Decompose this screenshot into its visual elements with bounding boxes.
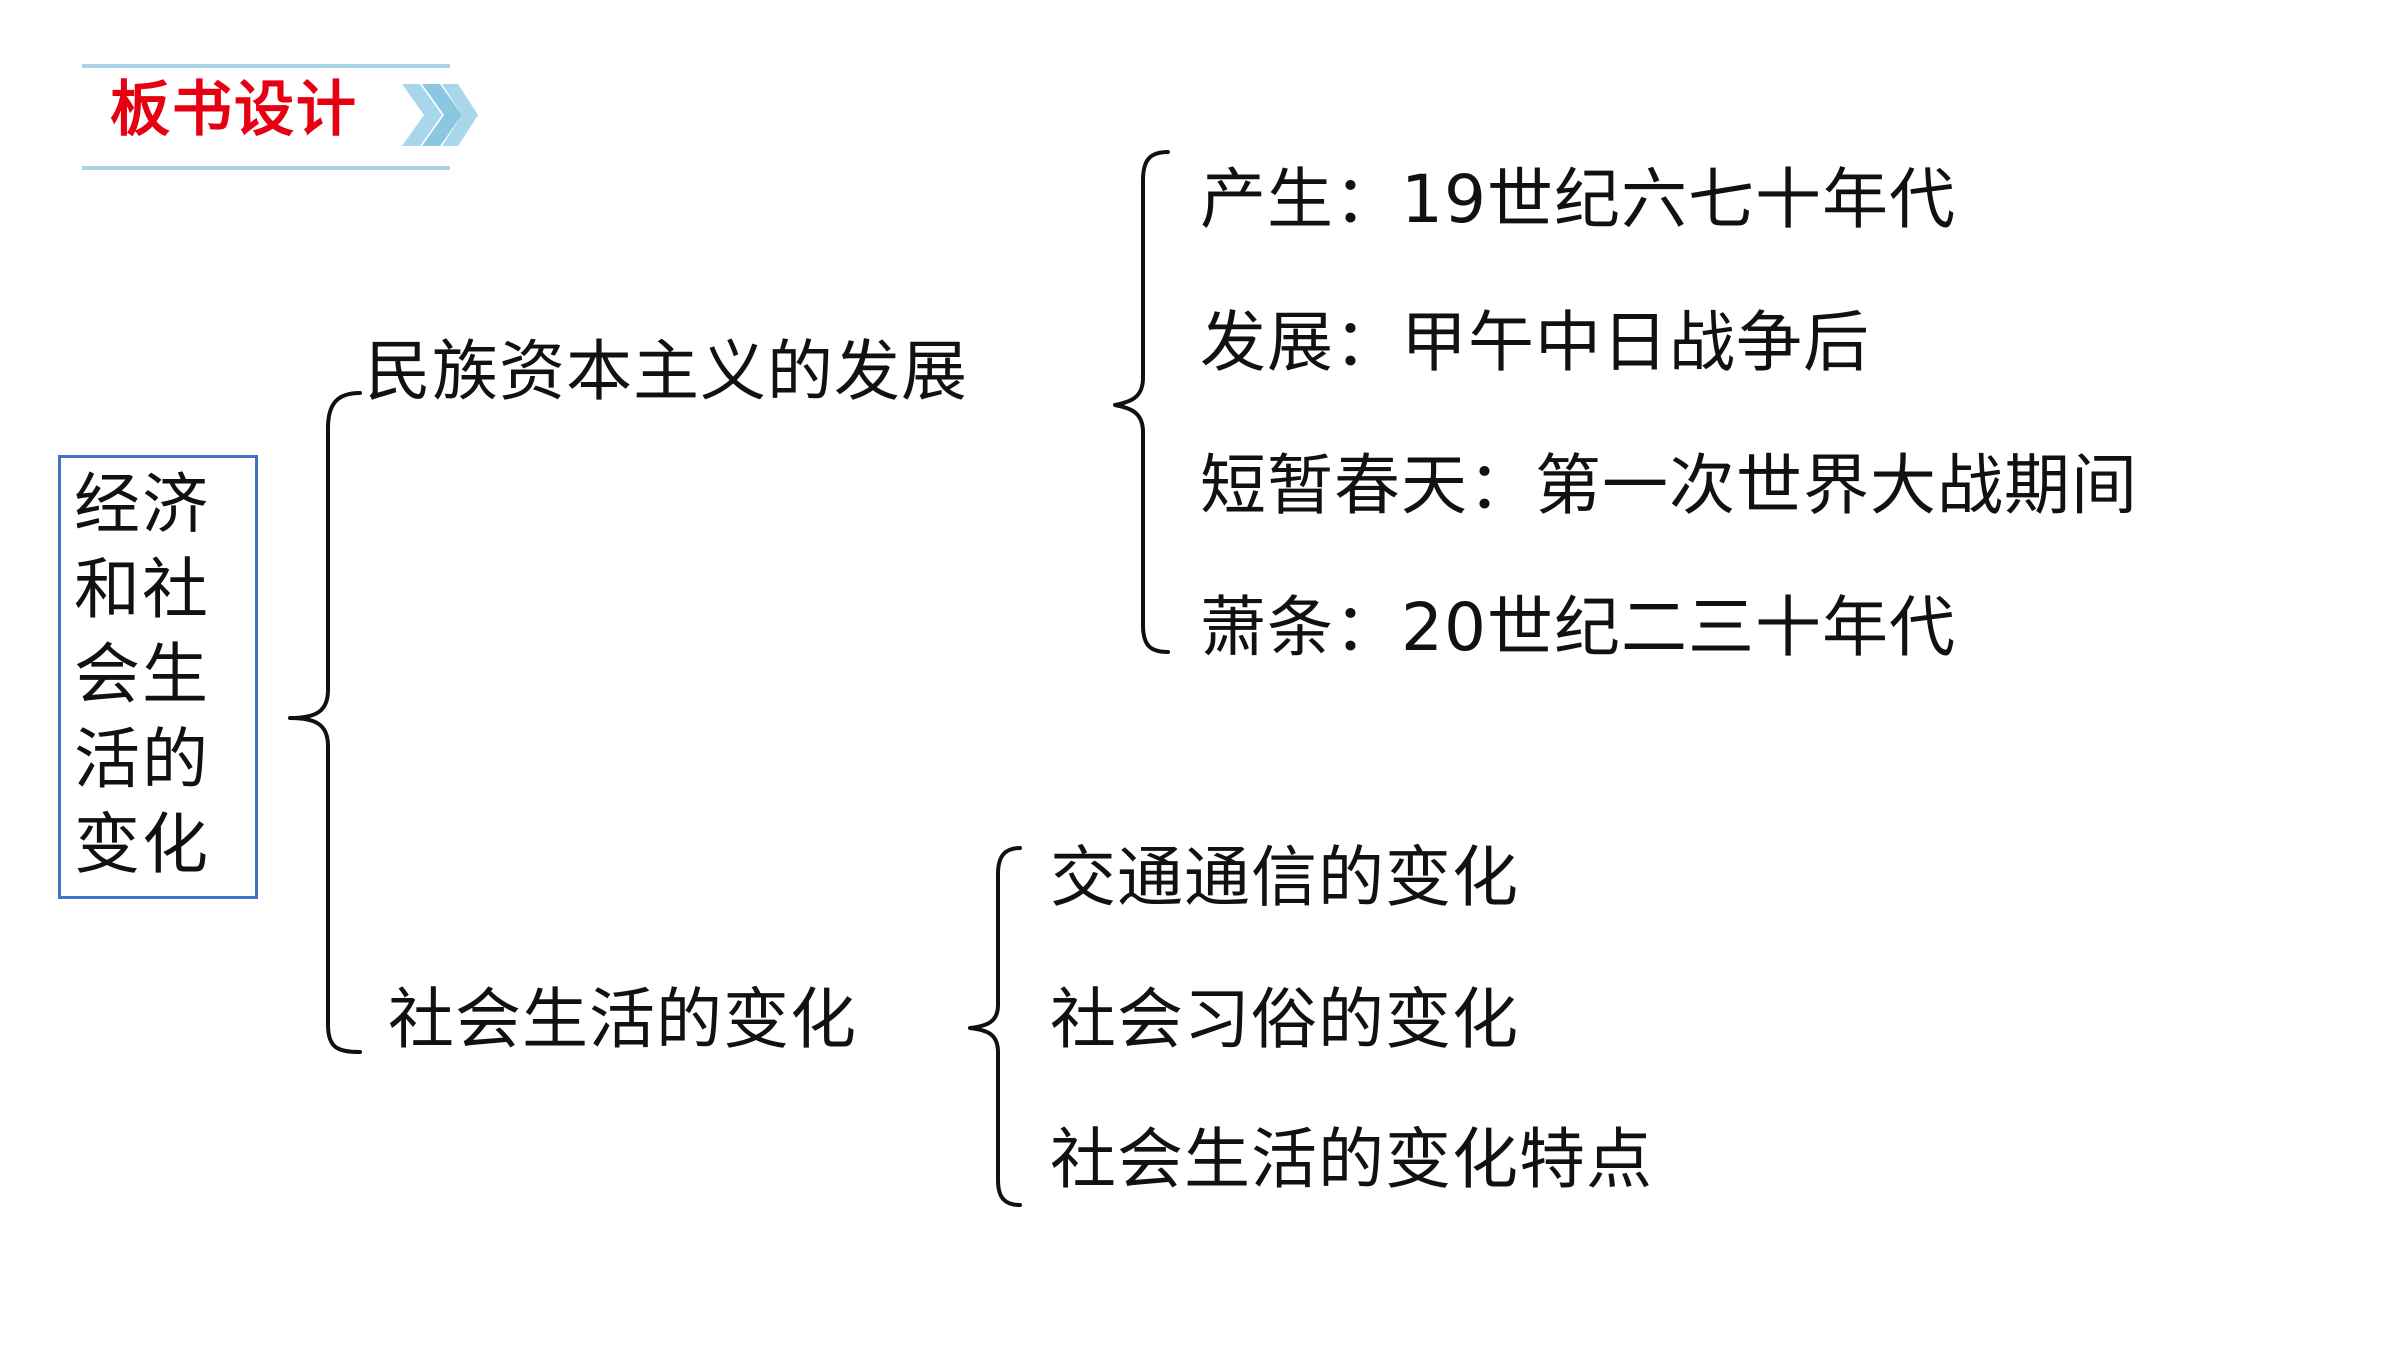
root-node-box [58,455,258,899]
header-bottom-line [82,166,450,170]
child-social-life-features: 社会生活的变化特点 [1050,1121,1653,1198]
main-brace [288,391,362,1054]
page-title: 板书设计 [110,75,358,145]
child-depression: 萧条：20世纪二三十年代 [1200,589,1956,666]
root-node-label: 经济和社会生活的变化 [74,466,210,883]
header-top-line [82,64,450,68]
branch-label-social-life: 社会生活的变化 [388,981,857,1058]
branch-2-brace [968,846,1022,1207]
child-social-customs: 社会习俗的变化 [1050,981,1519,1058]
child-transport-communication: 交通通信的变化 [1050,839,1519,916]
child-origin: 产生：19世纪六七十年代 [1200,161,1956,238]
child-brief-spring: 短暂春天：第一次世界大战期间 [1200,447,2138,524]
branch-1-brace [1113,150,1170,654]
double-chevron-right-icon [402,84,478,146]
branch-label-national-capitalism: 民族资本主义的发展 [365,333,968,410]
child-development: 发展：甲午中日战争后 [1200,304,1870,381]
